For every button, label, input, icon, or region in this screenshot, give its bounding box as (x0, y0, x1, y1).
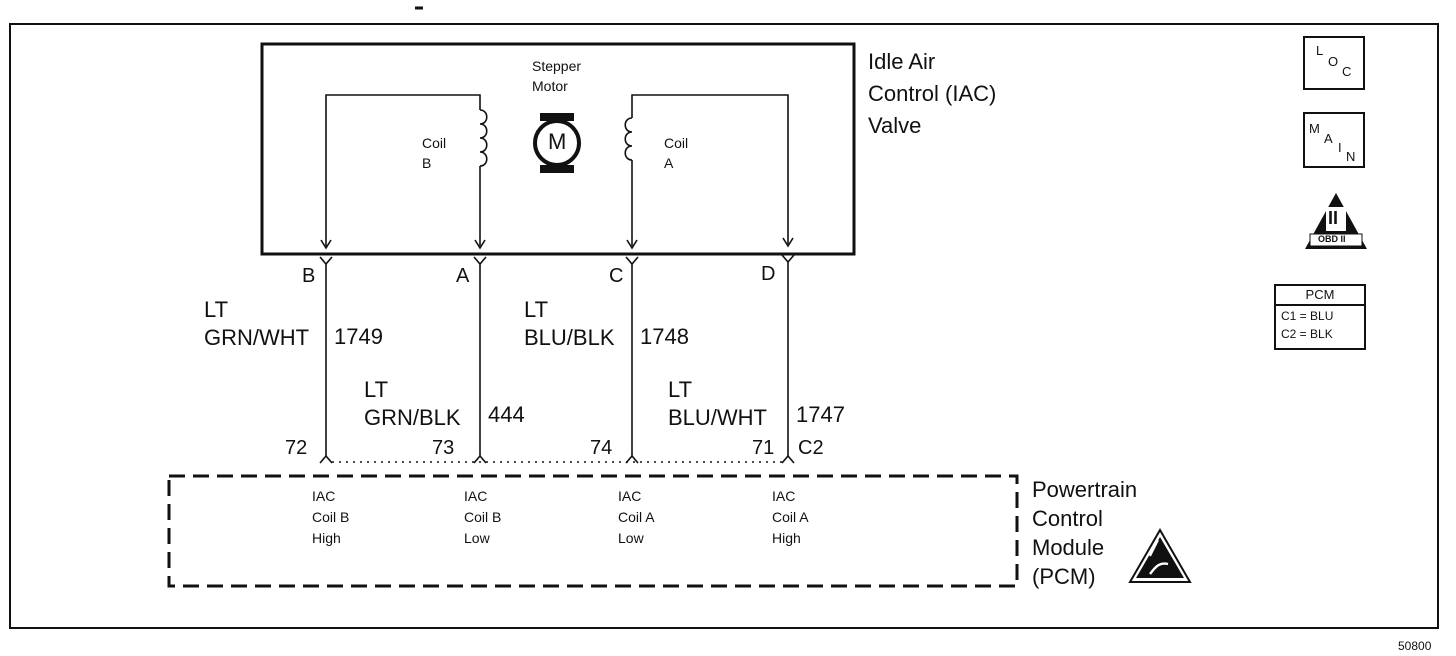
figure-number: 50800 (1398, 639, 1432, 653)
pcm-label: Powertrain Control Module (PCM) (1032, 475, 1137, 591)
diagram-frame (9, 23, 1439, 629)
wire-1747-color-line-2: BLU/WHT (668, 405, 767, 430)
coil-b-circuit (325, 94, 488, 246)
valve-arrowheads (320, 237, 794, 250)
pcm-label-line-1: Powertrain (1032, 477, 1138, 502)
terminal-a: A (456, 265, 470, 287)
wire-1748-circuit: 1748 (640, 324, 689, 349)
pin-74: 74 (590, 437, 613, 459)
function-coil-a-low-line-1: IAC (618, 488, 642, 504)
wire-444-color: LT GRN/BLK (364, 376, 461, 432)
function-coil-a-high-line-1: IAC (772, 488, 796, 504)
pcm-label-line-2: Control (1032, 506, 1103, 531)
pin-73: 73 (432, 437, 455, 459)
main-letter-i: I (1338, 140, 1342, 155)
stepper-motor-symbol (533, 113, 581, 173)
function-coil-a-high: IAC Coil A High (772, 486, 809, 549)
wire-1747-color: LT BLU/WHT (668, 376, 767, 432)
function-coil-b-low-line-1: IAC (464, 488, 488, 504)
terminal-b: B (302, 265, 316, 287)
function-coil-b-high-line-1: IAC (312, 488, 336, 504)
function-coil-a-high-line-3: High (772, 530, 801, 546)
function-coil-b-high: IAC Coil B High (312, 486, 349, 549)
coil-b-label: Coil B (422, 133, 446, 173)
function-coil-b-low: IAC Coil B Low (464, 486, 501, 549)
stepper-motor-label-line-1: Stepper (532, 58, 582, 74)
coil-a-circuit (624, 94, 789, 246)
stepper-motor-label: Stepper Motor (532, 56, 581, 96)
iac-valve-label: Idle Air Control (IAC) Valve (868, 46, 996, 142)
function-coil-b-low-line-2: Coil B (464, 509, 502, 525)
function-coil-a-low-line-3: Low (618, 530, 644, 546)
wire-1749-color-line-1: LT (204, 297, 229, 322)
pin-71: 71 (752, 437, 775, 459)
function-coil-a-high-line-2: Coil A (772, 509, 809, 525)
loc-letter-c: C (1342, 64, 1352, 79)
wire-1747-color-line-1: LT (668, 377, 693, 402)
main-letter-a: A (1324, 131, 1333, 146)
main-legend-icon: M A I N (1303, 112, 1365, 168)
function-coil-b-high-line-2: Coil B (312, 509, 350, 525)
wire-1748-color: LT BLU/BLK (524, 296, 615, 352)
loc-letter-l: L (1316, 43, 1324, 58)
motor-symbol-letter: M (548, 129, 567, 154)
coil-a-label-line-1: Coil (664, 135, 689, 151)
valve-connector-pins (319, 254, 795, 266)
terminal-c: C (609, 265, 624, 287)
coil-b-label-line-2: B (422, 155, 432, 171)
function-coil-b-low-line-3: Low (464, 530, 490, 546)
coil-a-label-line-2: A (664, 155, 674, 171)
pcm-label-line-3: Module (1032, 535, 1105, 560)
terminal-d: D (761, 263, 776, 285)
iac-valve-box (260, 42, 856, 256)
function-coil-b-high-line-3: High (312, 530, 341, 546)
iac-valve-label-line-2: Control (IAC) (868, 81, 997, 106)
connector-id: C2 (798, 437, 824, 459)
function-coil-a-low: IAC Coil A Low (618, 486, 655, 549)
wire-1749-color: LT GRN/WHT (204, 296, 309, 352)
wire-444-circuit: 444 (488, 402, 525, 427)
pin-72: 72 (285, 437, 308, 459)
coil-b-label-line-1: Coil (422, 135, 447, 151)
pcm-label-line-4: (PCM) (1032, 564, 1096, 589)
wire-1749-color-line-2: GRN/WHT (204, 325, 310, 350)
wire-444-color-line-2: GRN/BLK (364, 405, 461, 430)
coil-a-label: Coil A (664, 133, 688, 173)
iac-valve-label-line-3: Valve (868, 113, 922, 138)
pcm-dashed-box (167, 474, 1019, 588)
stepper-motor-label-line-2: Motor (532, 78, 568, 94)
harness-wires (325, 262, 789, 456)
loc-legend-icon: L O C (1303, 36, 1365, 90)
main-letter-n: N (1346, 149, 1356, 164)
function-coil-a-low-line-2: Coil A (618, 509, 655, 525)
wire-1748-color-line-2: BLU/BLK (524, 325, 615, 350)
pcm-table-row-c2: C2 = BLK (1281, 327, 1333, 341)
wire-1748-color-line-1: LT (524, 297, 549, 322)
obd-ii-icon (1305, 193, 1367, 249)
esd-sensitive-icon (1128, 527, 1192, 583)
wire-444-color-line-1: LT (364, 377, 389, 402)
wire-1749-circuit: 1749 (334, 324, 383, 349)
iac-valve-label-line-1: Idle Air (868, 49, 936, 74)
main-letter-m: M (1309, 121, 1320, 136)
pcm-connector-pins (319, 454, 795, 464)
pcm-table-header: PCM (1276, 286, 1364, 306)
obd-ii-numeral: II (1328, 208, 1339, 228)
pcm-connector-table: PCM C1 = BLU C2 = BLK (1274, 284, 1366, 350)
pcm-table-row-c1: C1 = BLU (1281, 309, 1334, 323)
obd-ii-text: OBD II (1318, 234, 1346, 244)
wire-1747-circuit: 1747 (796, 402, 845, 427)
loc-letter-o: O (1328, 54, 1339, 69)
